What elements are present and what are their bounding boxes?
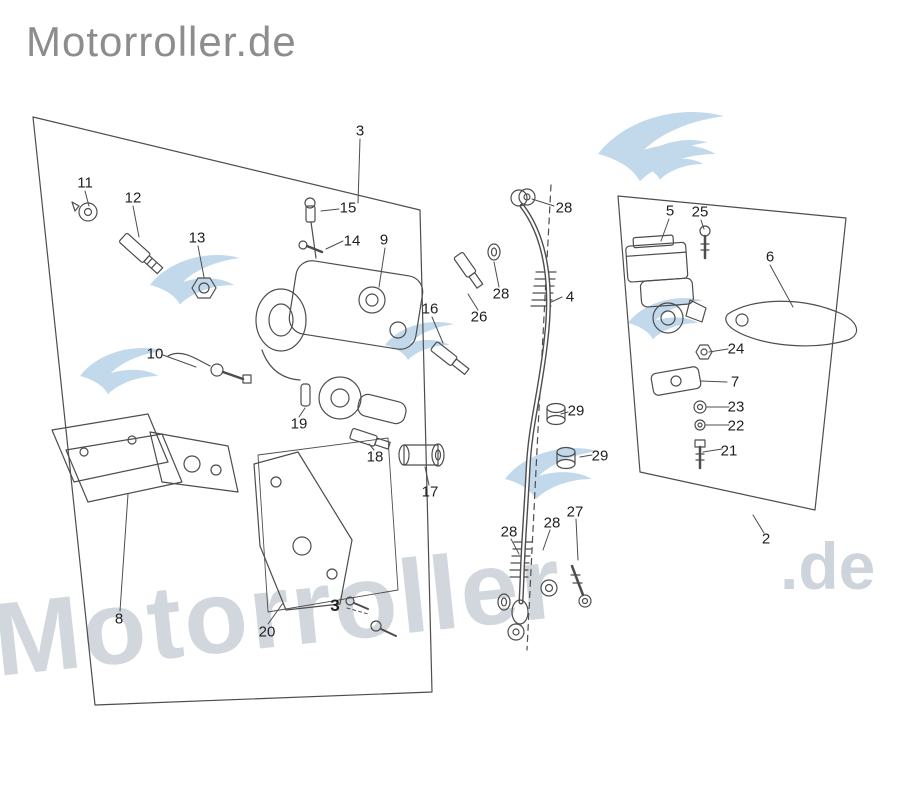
part-10-bolt-with-lead — [167, 352, 252, 384]
part-17-bushing — [398, 443, 445, 467]
part-25-screw — [699, 225, 711, 260]
part-callout-12: 12 — [124, 189, 142, 207]
part-6-brake-lever — [725, 300, 858, 347]
callout-leader-lines — [84, 138, 794, 625]
part-callout-10: 10 — [146, 345, 164, 363]
part-4-brake-hose — [507, 189, 551, 641]
part-callout-7: 7 — [730, 373, 740, 391]
part-callout-5: 5 — [665, 202, 675, 220]
part-5-master-cylinder — [625, 234, 707, 334]
part-7-clamp — [650, 366, 702, 396]
part-29-spacers — [546, 402, 576, 470]
part-27-banjo-bolt — [570, 564, 592, 608]
part-callout-26: 26 — [470, 308, 488, 326]
part-22-washer — [694, 419, 706, 431]
part-11-plug — [71, 201, 98, 222]
part-callout-28: 28 — [500, 523, 518, 541]
panel-left — [32, 116, 433, 706]
part-callout-28: 28 — [492, 285, 510, 303]
part-16-bolt — [430, 341, 470, 375]
part-callout-20: 20 — [258, 623, 276, 641]
part-15-bleed-nipple — [304, 197, 317, 259]
part-callout-29: 29 — [591, 447, 609, 465]
part-14-screw — [298, 240, 324, 254]
part-callout-27: 27 — [566, 503, 584, 521]
part-20-bracket — [253, 451, 353, 611]
part-callout-21: 21 — [720, 442, 738, 460]
part-26-bolt — [453, 251, 484, 289]
part-callout-2: 2 — [761, 530, 771, 548]
part-callout-11: 11 — [77, 174, 93, 192]
part-23-washer — [693, 400, 707, 414]
part-callout-22: 22 — [727, 417, 745, 435]
site-logo: Motorroller.de — [26, 18, 297, 65]
part-callout-4: 4 — [565, 288, 575, 306]
part-callout-16: 16 — [421, 300, 439, 318]
part-callout-3: 3 — [330, 596, 340, 615]
part-callout-8: 8 — [114, 610, 124, 628]
part-callout-28: 28 — [543, 514, 561, 532]
part-24-nut — [695, 344, 713, 360]
part-3-screws — [345, 596, 397, 637]
part-callout-9: 9 — [379, 231, 389, 249]
part-12-bolt — [119, 232, 164, 275]
part-callout-3: 3 — [355, 122, 365, 140]
part-callout-24: 24 — [727, 340, 745, 358]
part-21-screw — [694, 439, 706, 470]
part-callout-6: 6 — [765, 248, 775, 266]
part-13-nut — [191, 277, 217, 299]
part-callout-28: 28 — [555, 199, 573, 217]
part-18-bolt — [349, 428, 391, 450]
part-9-brake-caliper — [255, 260, 424, 425]
part-callout-18: 18 — [366, 448, 384, 466]
part-callout-25: 25 — [691, 203, 709, 221]
part-19-pin — [300, 383, 311, 407]
part-8-brake-pads — [51, 413, 239, 503]
part-callout-17: 17 — [421, 483, 439, 501]
part-callout-14: 14 — [343, 232, 361, 250]
part-callout-15: 15 — [339, 199, 357, 217]
part-callout-19: 19 — [290, 415, 308, 433]
separator-dashed-line — [526, 184, 552, 651]
part-callout-13: 13 — [188, 229, 206, 247]
part-callout-23: 23 — [727, 398, 745, 416]
panel-right — [617, 195, 847, 511]
part-callout-29: 29 — [567, 402, 585, 420]
